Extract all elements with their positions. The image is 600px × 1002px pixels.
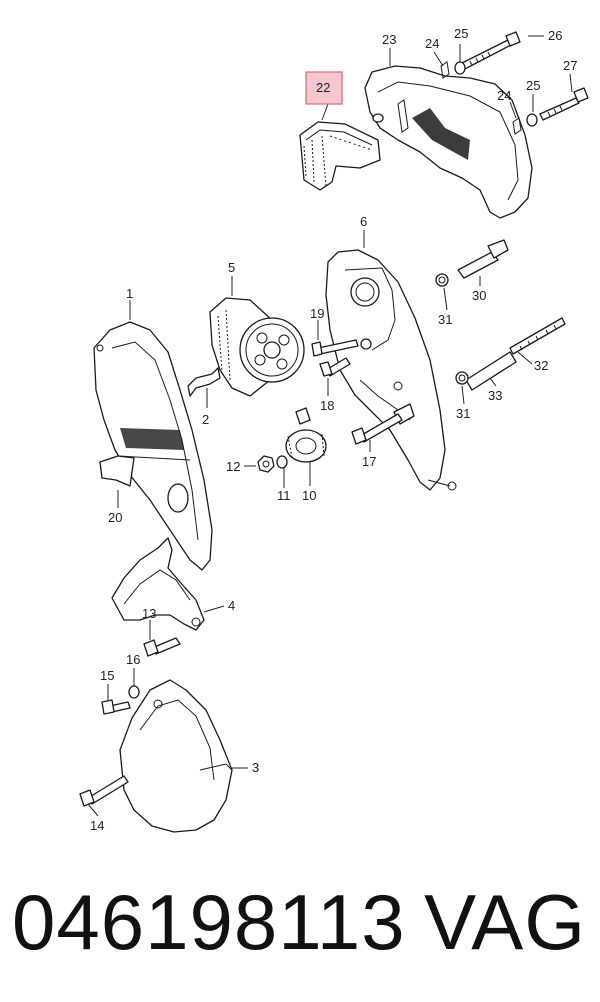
callout-4: 4 — [228, 598, 235, 613]
rear-cover-plate — [325, 249, 457, 491]
callout-1: 1 — [126, 286, 133, 301]
stud-30 — [457, 239, 509, 279]
bolt-19 — [311, 339, 359, 357]
washer-25-upper — [454, 61, 466, 75]
clip-2 — [187, 367, 221, 397]
highlight-box-22 — [305, 71, 343, 105]
washer-16 — [128, 685, 140, 699]
callout-25-lower: 25 — [526, 78, 540, 93]
upper-timing-cover — [364, 65, 533, 219]
sleeve-33 — [465, 351, 517, 391]
callout-10: 10 — [302, 488, 316, 503]
callout-22: 22 — [316, 80, 330, 95]
callout-31-upper: 31 — [438, 312, 452, 327]
footer: 046198113 VAG — [0, 872, 600, 982]
callout-26: 26 — [548, 28, 562, 43]
bolt-18 — [319, 357, 351, 377]
cover-segment-20 — [99, 455, 135, 487]
bolt-13 — [143, 637, 181, 657]
callout-11: 11 — [277, 488, 291, 503]
brand-label: VAG — [424, 878, 586, 966]
callout-12: 12 — [226, 459, 240, 474]
bolt-14 — [79, 775, 129, 807]
bolt-27 — [539, 87, 589, 121]
part-number: 046198113 — [12, 878, 406, 966]
front-timing-cover — [93, 321, 213, 571]
callout-5: 5 — [228, 260, 235, 275]
nut-12 — [257, 455, 275, 473]
camshaft-sprocket — [239, 317, 305, 383]
nut-31-upper — [435, 273, 449, 287]
lower-shield — [119, 679, 233, 833]
toothed-belt — [299, 121, 381, 191]
callout-13: 13 — [142, 606, 156, 621]
callout-32: 32 — [534, 358, 548, 373]
clip-24-upper — [440, 61, 450, 79]
callout-16: 16 — [126, 652, 140, 667]
callout-20: 20 — [108, 510, 122, 525]
clip-24-lower — [512, 117, 522, 135]
bolt-26 — [459, 31, 521, 71]
bolt-17 — [351, 413, 403, 445]
exploded-parts-diagram: 22 23 24 25 26 27 24 25 6 5 1 19 30 31 3… — [79, 26, 589, 833]
callout-labels: 22 23 24 25 26 27 24 25 6 5 1 19 30 31 3… — [90, 26, 577, 833]
callout-18: 18 — [320, 398, 334, 413]
callout-24-upper: 24 — [425, 36, 439, 51]
leader-lines — [87, 35, 573, 817]
callout-15: 15 — [100, 668, 114, 683]
callout-2: 2 — [202, 412, 209, 427]
callout-3: 3 — [252, 760, 259, 775]
callout-31-lower: 31 — [456, 406, 470, 421]
callout-6: 6 — [360, 214, 367, 229]
callout-14: 14 — [90, 818, 104, 833]
callout-17: 17 — [362, 454, 376, 469]
middle-shield — [111, 537, 205, 631]
nut-31-lower — [455, 371, 469, 385]
callout-19: 19 — [310, 306, 324, 321]
callout-27: 27 — [563, 58, 577, 73]
callout-24-lower: 24 — [497, 88, 511, 103]
stud-32 — [509, 317, 566, 355]
callout-23: 23 — [382, 32, 396, 47]
callout-25-upper: 25 — [454, 26, 468, 41]
callout-33: 33 — [488, 388, 502, 403]
washer-25-lower — [526, 113, 538, 127]
washer-11 — [276, 455, 288, 469]
callout-30: 30 — [472, 288, 486, 303]
tensioning-roller — [285, 407, 327, 463]
bolt-15 — [101, 699, 131, 715]
